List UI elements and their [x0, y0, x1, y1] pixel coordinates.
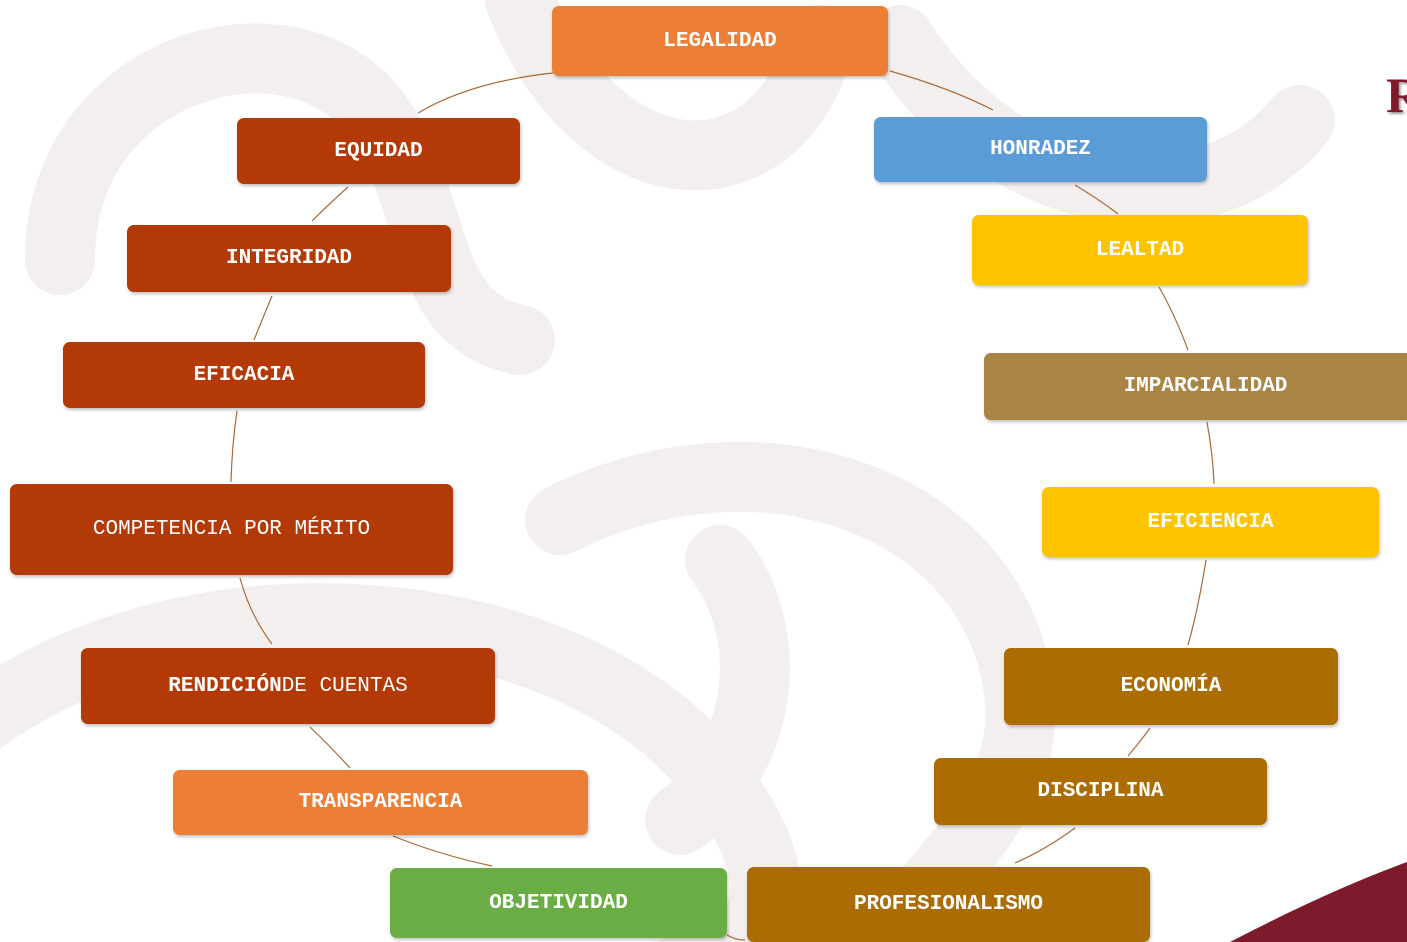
node-label-bold: LEGALIDAD — [663, 29, 777, 53]
node-legalidad: LEGALIDAD — [552, 6, 888, 76]
connector-line — [1206, 421, 1215, 485]
connector-line — [1158, 286, 1189, 351]
connector-line — [889, 70, 994, 111]
node-competencia: COMPETENCIA POR MÉRITO — [10, 484, 453, 575]
connector-line — [1187, 559, 1207, 646]
node-label-normal: DE CUENTAS — [281, 674, 408, 698]
connector-line — [726, 934, 746, 941]
node-label-bold: RENDICIÓN — [168, 674, 282, 698]
logo-fragment: R — [1386, 67, 1407, 123]
corner-swoosh — [1230, 862, 1407, 942]
connector-line — [253, 295, 273, 341]
connector-line — [1127, 727, 1151, 757]
connector-line — [309, 726, 351, 769]
node-eficiencia: EFICIENCIA — [1042, 487, 1379, 557]
connector-line — [1014, 827, 1076, 864]
node-label-bold: INTEGRIDAD — [225, 247, 353, 270]
node-label-bold: OBJETIVIDAD — [489, 891, 628, 915]
node-label-bold: EFICACIA — [193, 363, 295, 387]
node-disciplina: DISCIPLINA — [934, 758, 1267, 825]
node-label-bold: HONRADEZ — [990, 138, 1091, 161]
connector-line — [417, 72, 554, 114]
node-label-bold: TRANSPARENCIA — [298, 791, 463, 814]
node-equidad: EQUIDAD — [237, 118, 520, 184]
node-label-normal: COMPETENCIA POR MÉRITO — [92, 518, 371, 541]
node-lealtad: LEALTAD — [972, 215, 1308, 285]
node-eficacia: EFICACIA — [63, 342, 425, 408]
node-label-bold: IMPARCIALIDAD — [1123, 375, 1288, 398]
node-integridad: INTEGRIDAD — [127, 225, 451, 292]
node-transparencia: TRANSPARENCIA — [173, 770, 588, 835]
node-economia: ECONOMÍA — [1004, 648, 1338, 725]
connector-line — [311, 186, 349, 222]
node-label-bold: LEALTAD — [1095, 238, 1185, 262]
node-label-bold: ECONOMÍA — [1120, 675, 1222, 698]
connector-line — [230, 410, 238, 483]
node-label-bold: EFICIENCIA — [1147, 510, 1274, 534]
node-profesionalismo: PROFESIONALISMO — [747, 867, 1150, 942]
node-rendicion: RENDICIÓN DE CUENTAS — [81, 648, 495, 724]
connector-line — [392, 835, 493, 867]
node-label-bold: DISCIPLINA — [1037, 780, 1164, 803]
connector-line — [239, 577, 273, 645]
node-imparcialidad: IMPARCIALIDAD — [984, 353, 1407, 420]
node-label-bold: PROFESIONALISMO — [853, 893, 1044, 916]
connector-line — [1074, 184, 1119, 215]
node-label-bold: EQUIDAD — [334, 139, 423, 163]
node-objetividad: OBJETIVIDAD — [390, 868, 727, 938]
node-honradez: HONRADEZ — [874, 117, 1207, 182]
